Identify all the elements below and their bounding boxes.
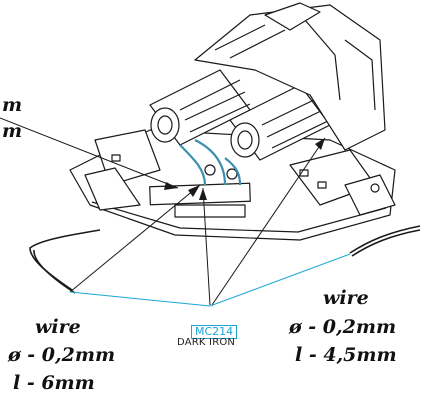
part-code-label: MC214: [191, 325, 238, 339]
wire-right-title: wire: [323, 287, 369, 309]
part-name-label: DARK IRON: [177, 337, 236, 348]
blue-wires: [179, 139, 242, 186]
engine-assembly-drawing: [69, 2, 396, 241]
arrowheads: [164, 138, 325, 200]
wire-left-title: wire: [35, 316, 81, 338]
pointer-lines: [0, 117, 326, 306]
callout-lines: [69, 253, 351, 307]
base-wires: [29, 225, 421, 294]
wire-left-diameter: ø - 0,2mm: [8, 344, 116, 366]
wire-right-diameter: ø - 0,2mm: [289, 316, 397, 338]
wire-left-length: l - 6mm: [13, 372, 95, 394]
wire-right-length: l - 4,5mm: [295, 344, 397, 366]
left-spec-fragment-1: m: [2, 94, 23, 116]
left-spec-fragment-2: m: [2, 120, 23, 142]
